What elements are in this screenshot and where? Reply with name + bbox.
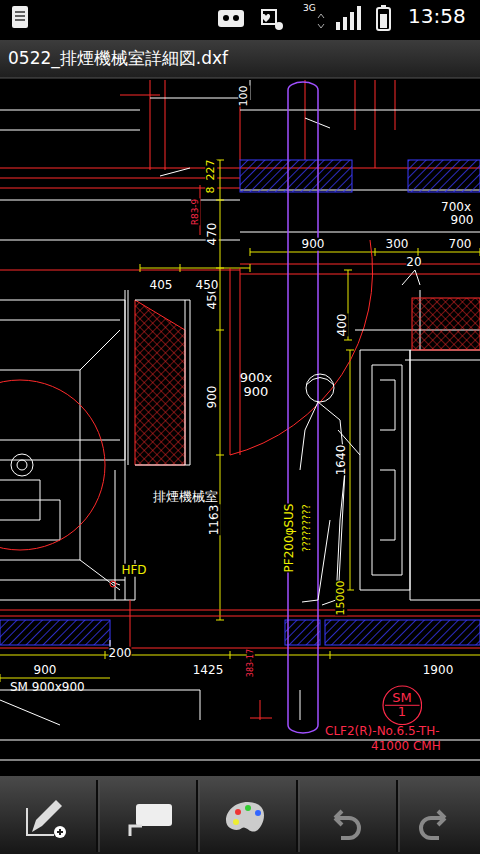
dimension-label: SM 900x900 [10,681,85,694]
section-callout-circle: SM1 [382,685,423,726]
file-title: 0522_排煙機械室詳細図.dxf [8,47,228,70]
dimension-label: 900 [302,238,325,251]
dimension-label: 400 [336,314,349,337]
dimension-label: 450 [196,279,219,292]
dimension-label: 8 [205,187,217,194]
dimension-label: 900 [206,386,219,409]
dimension-label: CLF2(R)-No.6.5-TH- [325,725,440,738]
dimension-label: 20 [406,256,421,269]
dimension-label: 383-17 [247,649,255,677]
status-text: 3G [303,4,316,13]
dimension-label: 900 [451,214,474,227]
dimension-label: 405 [150,279,173,292]
dimension-label: 1900 [423,664,454,677]
dimension-label: HFD [121,564,146,577]
dimension-label: 15000 [335,581,347,616]
dimension-label: 700 [449,238,472,251]
callout-text: 1 [382,705,423,719]
dimension-label: 1640 [335,445,348,476]
dimension-label: 41000 CMH [371,740,441,753]
dimension-label: 100 [238,86,250,107]
dimension-label: 200 [109,647,132,660]
dimension-label: ????????? [302,504,313,552]
dimension-label: 900x 900 [239,371,273,398]
dimension-label: 300 [386,238,409,251]
status-text: 13:58 [408,6,466,27]
dimension-label: R83-9 [191,199,200,226]
dimension-label: 227 [205,160,217,181]
dimension-label: PF200φSUS [283,504,296,573]
dimension-label: 1425 [193,664,224,677]
dimension-label: 1163 [208,505,221,536]
callout-text: SM [382,691,423,705]
dimension-label: 700x [441,201,471,214]
dimension-label: 排煙機械室 [153,490,218,504]
dimension-label: 900 [34,664,57,677]
dimension-label: 470 [206,223,219,246]
